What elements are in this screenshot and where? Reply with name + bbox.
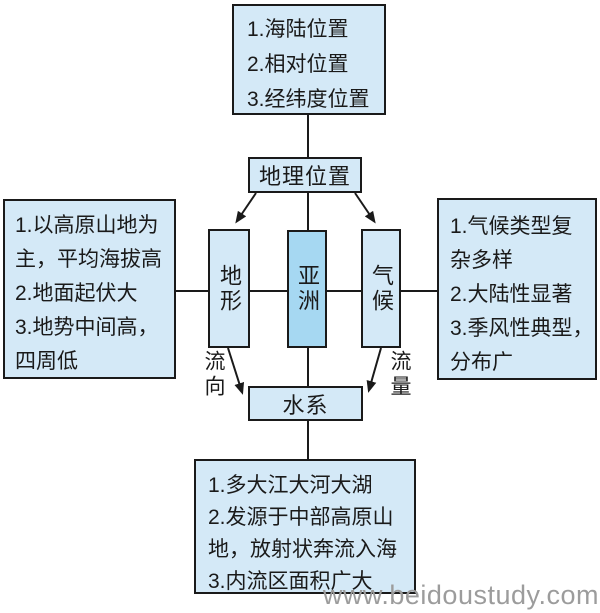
node-water-system: 水系 bbox=[248, 386, 363, 421]
climate-details-box: 1.气候类型复 杂多样 2.大陆性显著 3.季风性典型， 分布广 bbox=[437, 198, 597, 380]
edge-location-to-climate bbox=[354, 192, 376, 224]
location-detail-item: 1.海陆位置 bbox=[247, 18, 349, 41]
location-detail-item: 2.相对位置 bbox=[247, 53, 349, 76]
water-detail-item: 地，放射状奔流入海 bbox=[208, 538, 397, 561]
terrain-detail-item: 主，平均海拔高 bbox=[15, 248, 162, 271]
climate-detail-item: 1.气候类型复 bbox=[450, 215, 573, 238]
terrain-detail-item: 2.地面起伏大 bbox=[15, 282, 138, 305]
terrain-details-box: 1.以高原山地为 主，平均海拔高 2.地面起伏大 3.地势中间高， 四周低 bbox=[3, 199, 176, 379]
edge-location-to-terrain bbox=[235, 192, 257, 224]
edge-label-flow-volume: 流量 bbox=[388, 350, 411, 400]
water-system-details-box: 1.多大江大河大湖 2.发源于中部高原山 地，放射状奔流入海 3.内流区面积广大 bbox=[194, 459, 416, 594]
climate-detail-item: 2.大陆性显著 bbox=[450, 283, 573, 306]
terrain-detail-item: 3.地势中间高， bbox=[15, 316, 159, 339]
climate-detail-item: 分布广 bbox=[450, 351, 513, 374]
watermark-text: www.beidoustudy.com bbox=[322, 580, 599, 610]
climate-detail-item: 3.季风性典型， bbox=[450, 317, 594, 340]
edge-label-flow-direction: 流向 bbox=[202, 350, 225, 400]
terrain-detail-item: 1.以高原山地为 bbox=[15, 214, 159, 237]
edge-climate-to-water bbox=[366, 347, 382, 393]
water-detail-item: 2.发源于中部高原山 bbox=[208, 506, 394, 529]
water-detail-item: 1.多大江大河大湖 bbox=[208, 474, 373, 497]
water-detail-item: 3.内流区面积广大 bbox=[208, 570, 373, 593]
node-climate: 气候 bbox=[361, 229, 401, 348]
node-geographic-location: 地理位置 bbox=[248, 157, 362, 193]
climate-detail-item: 杂多样 bbox=[450, 249, 513, 272]
location-details-box: 1.海陆位置 2.相对位置 3.经纬度位置 bbox=[232, 4, 386, 115]
node-terrain: 地形 bbox=[208, 229, 250, 348]
node-asia-center: 亚洲 bbox=[287, 230, 327, 348]
terrain-detail-item: 四周低 bbox=[15, 350, 78, 373]
edge-terrain-to-water bbox=[227, 347, 245, 395]
location-detail-item: 3.经纬度位置 bbox=[247, 88, 370, 111]
